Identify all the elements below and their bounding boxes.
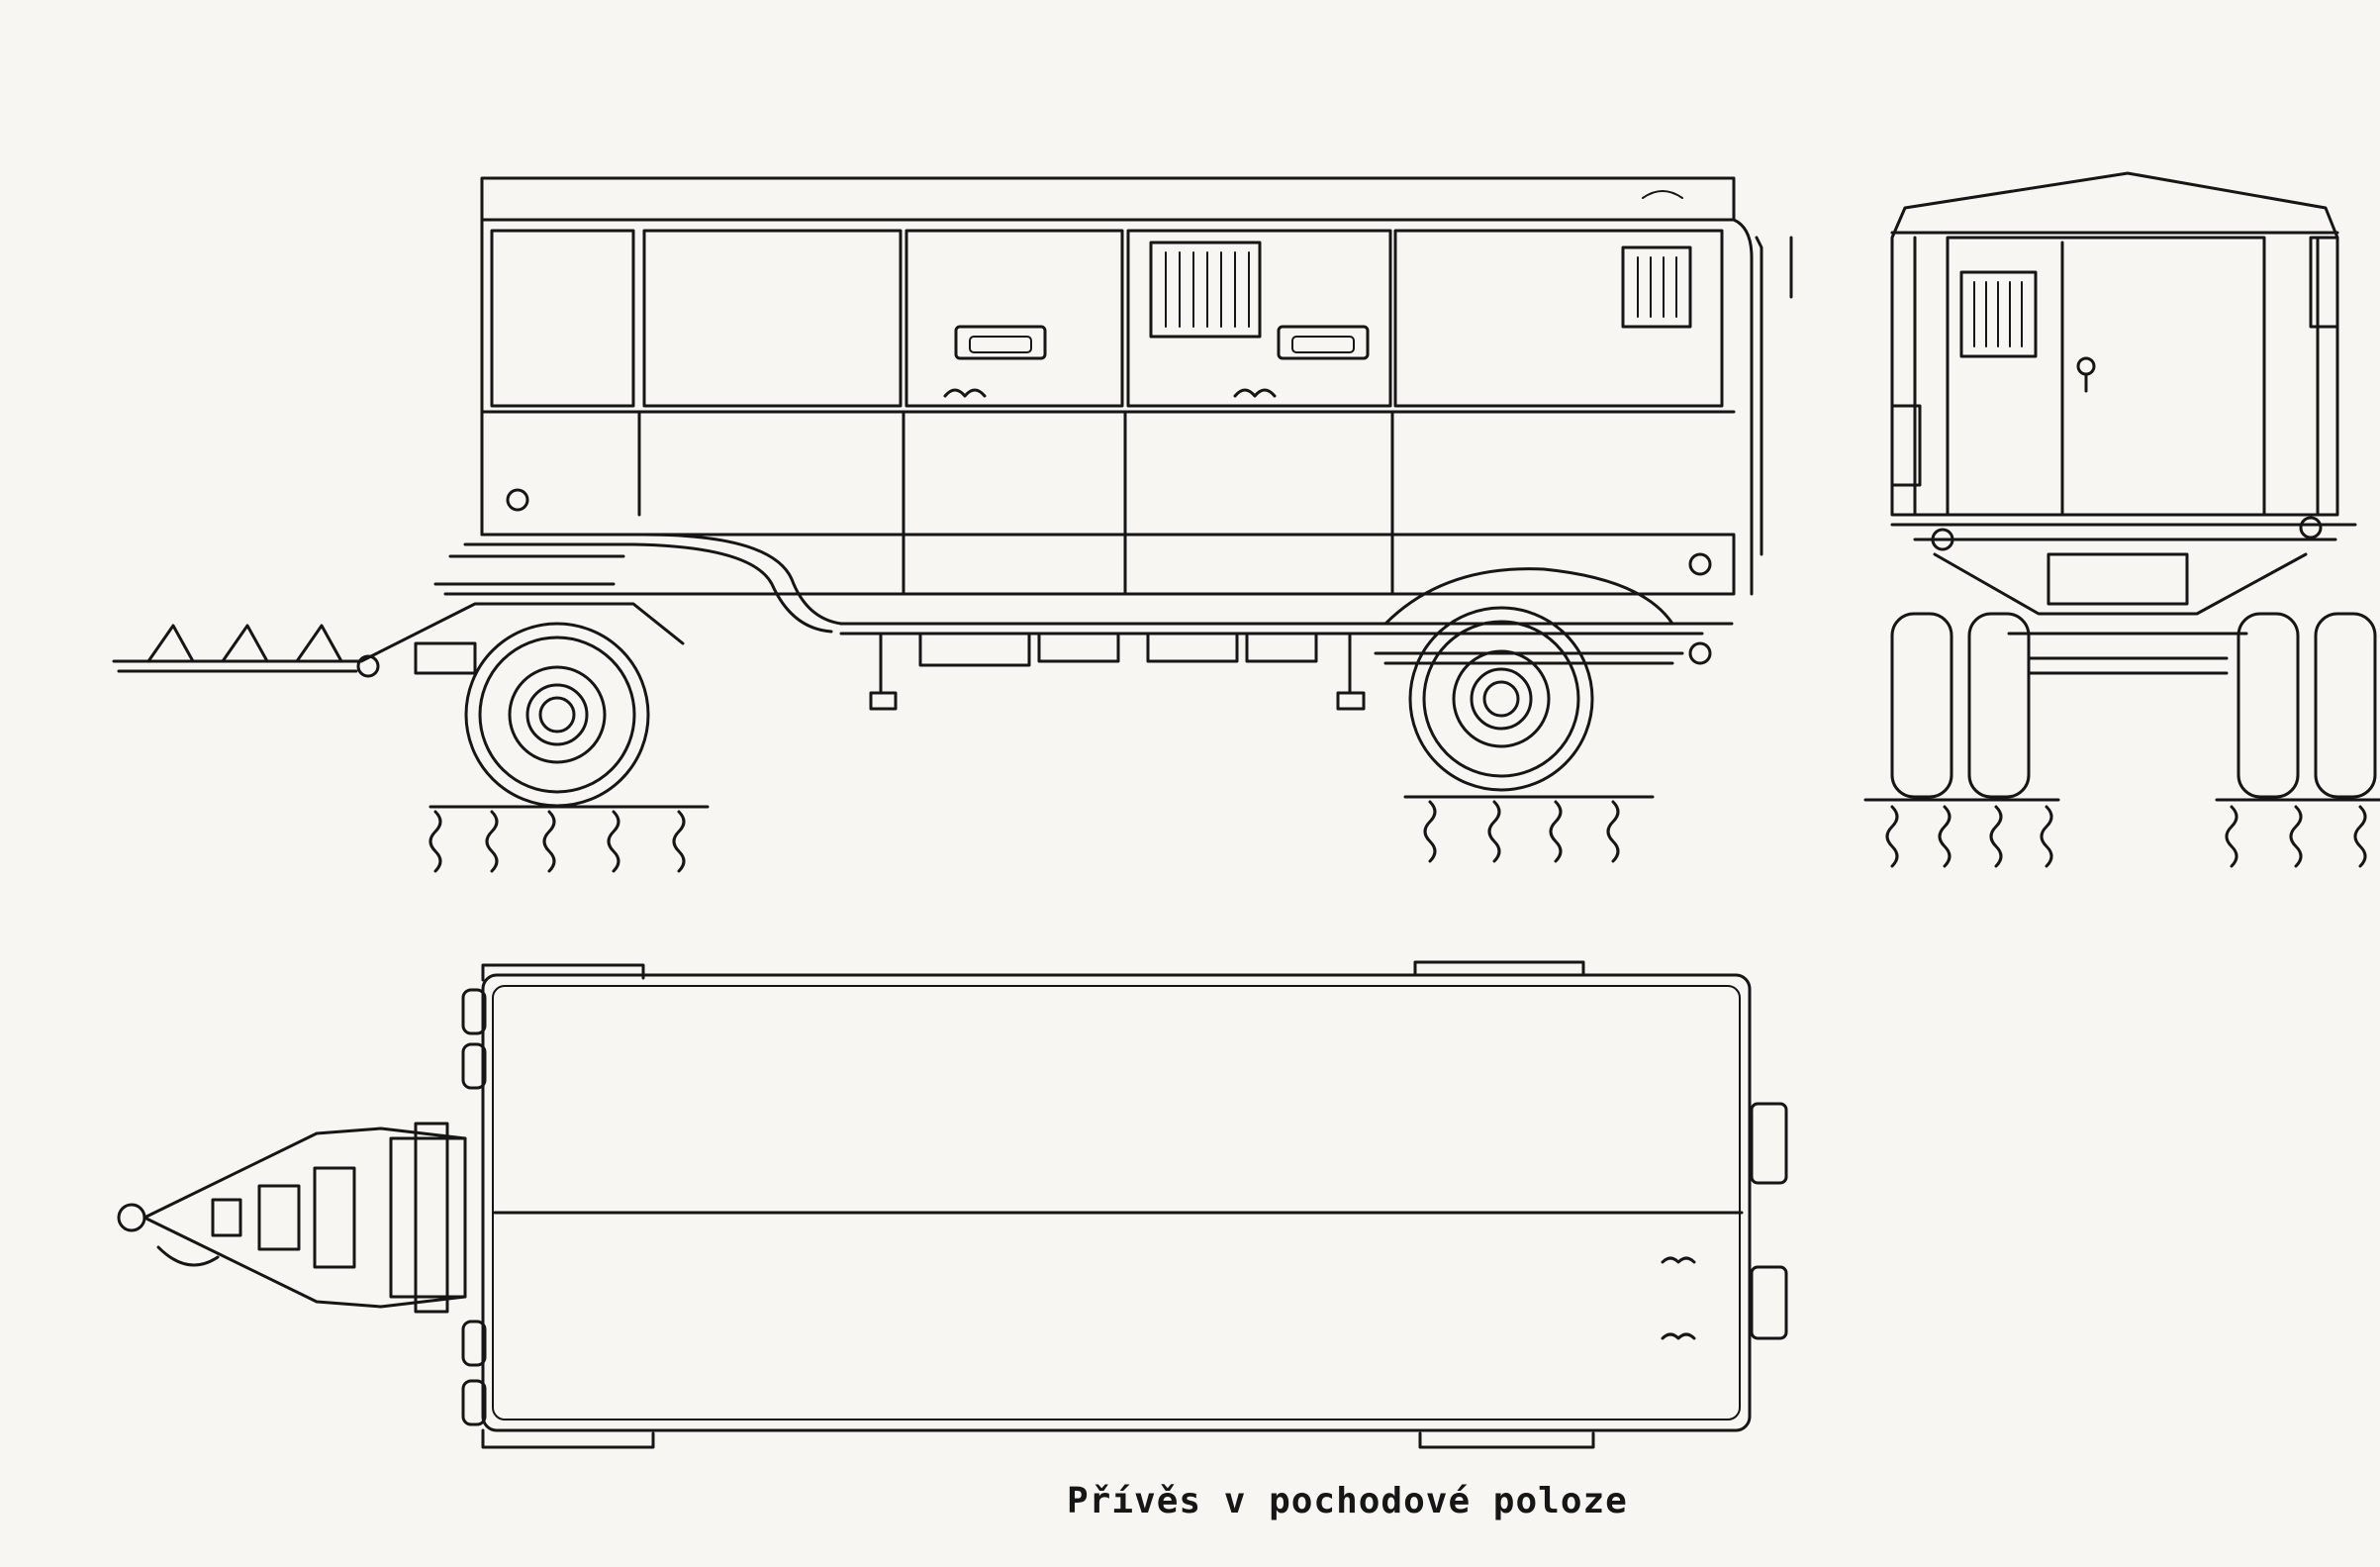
- top-view: [117, 960, 1788, 1449]
- side-view: [112, 176, 1793, 873]
- drawing-caption: Přívěs v pochodové poloze: [1067, 1481, 1628, 1521]
- rear-view: [1863, 171, 2380, 868]
